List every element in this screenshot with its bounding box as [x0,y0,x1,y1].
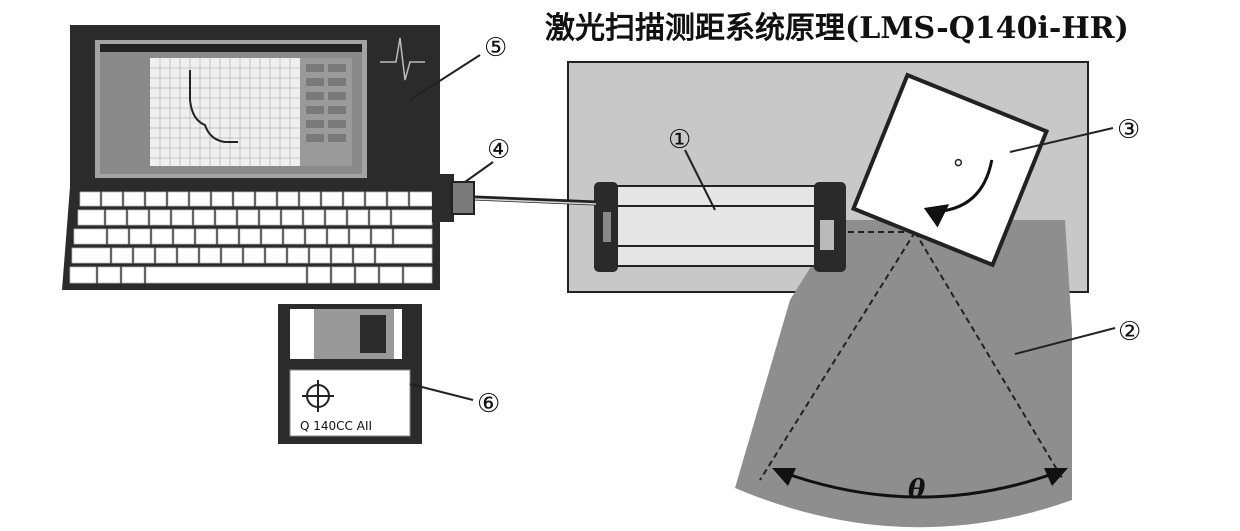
crosshair-logo [302,380,334,412]
label-5: ⑤ [484,33,507,63]
disk-label: Q 140CC AII [300,419,372,433]
keyboard [69,191,433,284]
theta-arc [781,470,1059,499]
scanner-unit: θ [567,61,1089,528]
label-6: ⑥ [477,389,500,419]
leader-3 [1009,127,1114,153]
pulse-waveform [380,37,425,81]
leader-4 [464,161,494,183]
theta-arrow-left [772,468,796,486]
data-cable [474,195,597,206]
label-2: ② [1118,317,1141,347]
serial-connector [432,174,475,222]
laptop [62,25,475,290]
label-3: ③ [1117,115,1140,145]
theta-arrow-right [1044,468,1068,486]
leader-5 [409,54,481,101]
label-4: ④ [487,135,510,165]
theta-label: θ [908,475,926,505]
leader-6 [409,383,474,401]
laser-rangefinder [594,182,846,272]
leader-2 [1014,327,1116,355]
floppy-disk: Q 140CC AII [278,304,422,444]
scan-fan [735,220,1072,528]
scan-edge-left [759,231,916,481]
leader-1 [684,149,716,211]
rotating-mirror [850,72,1050,268]
screen-plot [150,58,352,166]
scan-edge-right [914,231,1063,479]
label-1: ① [668,125,691,155]
diagram-title: 激光扫描测距系统原理(LMS-Q140i-HR) [545,11,1129,46]
